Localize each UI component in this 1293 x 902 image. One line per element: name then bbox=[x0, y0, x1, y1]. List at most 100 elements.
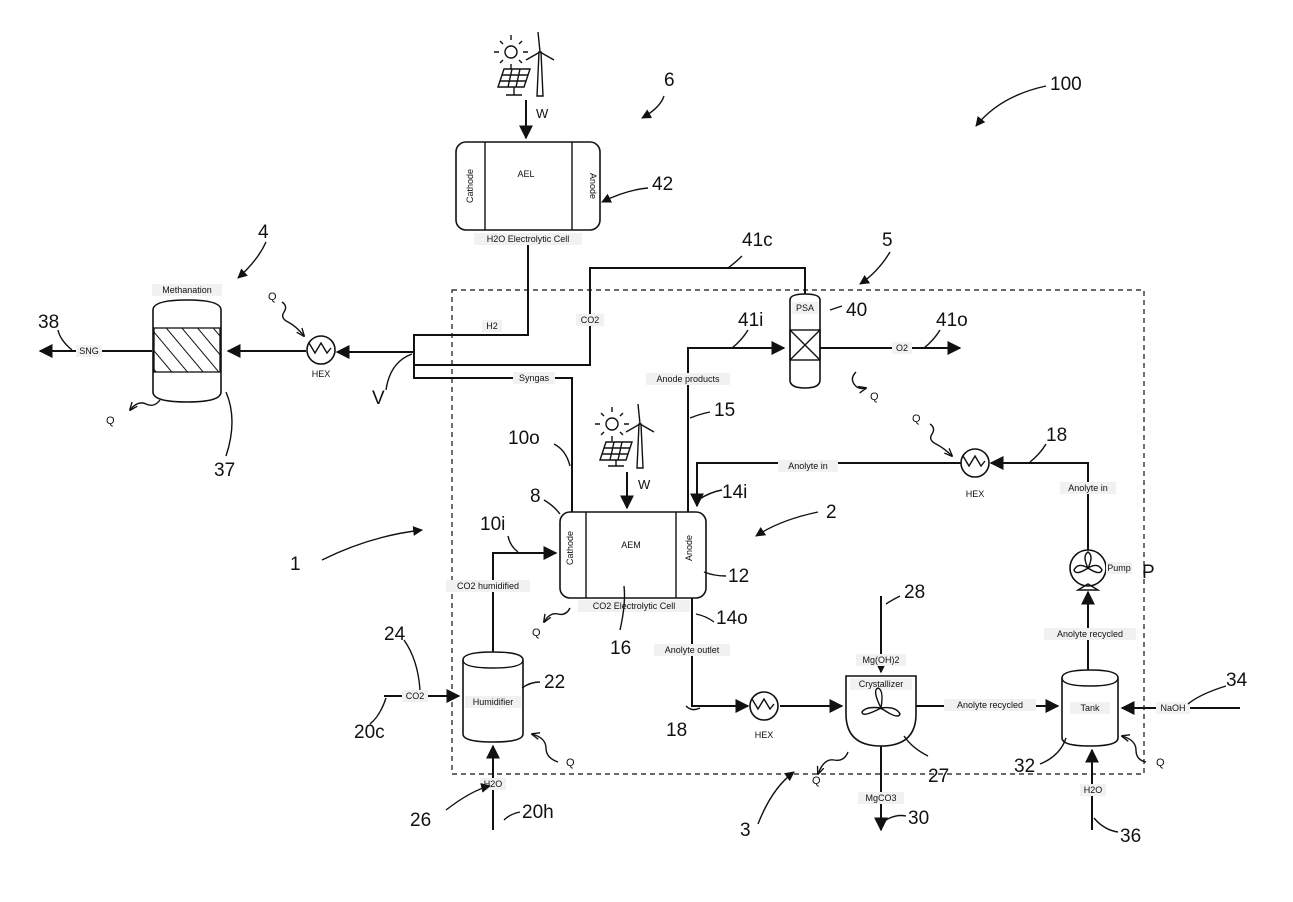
w-label-top: W bbox=[536, 106, 549, 121]
sun-icon bbox=[494, 35, 528, 69]
solar-panel-icon bbox=[498, 69, 530, 95]
anode-label-top: Anode bbox=[588, 173, 598, 199]
syngas-label: Syngas bbox=[519, 373, 550, 383]
methanation-label: Methanation bbox=[162, 285, 212, 295]
ref-1: 1 bbox=[290, 554, 301, 575]
ref-14i: 14i bbox=[722, 482, 747, 503]
pump-label: Pump bbox=[1107, 563, 1131, 573]
humidifier: Humidifier bbox=[463, 652, 523, 742]
q-meth: Q bbox=[106, 415, 115, 427]
tank: Tank bbox=[1062, 670, 1118, 746]
h2-line bbox=[414, 245, 528, 352]
ref-37: 37 bbox=[214, 460, 235, 481]
q-cell: Q bbox=[532, 627, 541, 639]
anolyte-recycled-pump-label: Anolyte recycled bbox=[1057, 629, 1123, 639]
wind-turbine-icon bbox=[526, 32, 554, 96]
ref-8: 8 bbox=[530, 486, 541, 507]
ref-14o: 14o bbox=[716, 608, 748, 629]
anolyte-in-top-label: Anolyte in bbox=[788, 461, 828, 471]
co2-humidified-line bbox=[493, 553, 556, 652]
ref-12: 12 bbox=[728, 566, 749, 587]
renewable-source-top: W bbox=[494, 32, 554, 138]
anolyte-recycled-label: Anolyte recycled bbox=[957, 700, 1023, 710]
aem-label: AEM bbox=[621, 540, 641, 550]
crystallizer-label: Crystallizer bbox=[859, 679, 904, 689]
ref-18-top: 18 bbox=[1046, 425, 1067, 446]
mgco3-label: MgCO3 bbox=[865, 793, 896, 803]
q-hex-left: Q bbox=[268, 291, 277, 303]
heat-exchanger-right: HEX bbox=[961, 449, 989, 499]
ref-20h: 20h bbox=[522, 802, 554, 823]
ref-26: 26 bbox=[410, 810, 431, 831]
w-label-mid: W bbox=[638, 477, 651, 492]
ref-36: 36 bbox=[1120, 826, 1141, 847]
ref-6: 6 bbox=[664, 70, 675, 91]
q-cryst: Q bbox=[812, 775, 821, 787]
cathode-label-mid: Cathode bbox=[565, 531, 575, 565]
sng-label: SNG bbox=[79, 346, 99, 356]
solar-panel-icon bbox=[600, 442, 632, 466]
o2-label: O2 bbox=[896, 343, 908, 353]
tank-label: Tank bbox=[1080, 703, 1100, 713]
ref-22: 22 bbox=[544, 672, 565, 693]
ref-34: 34 bbox=[1226, 670, 1248, 691]
cathode-label-top: Cathode bbox=[465, 169, 475, 203]
q-hum: Q bbox=[566, 757, 575, 769]
q-tank: Q bbox=[1156, 757, 1165, 769]
h2o-electrolytic-cell: AEL Cathode Anode H2O Electrolytic Cell bbox=[456, 142, 600, 245]
ref-4: 4 bbox=[258, 222, 269, 243]
ref-2: 2 bbox=[826, 502, 837, 523]
ref-10i: 10i bbox=[480, 514, 505, 535]
pump: Pump bbox=[1070, 550, 1132, 590]
ref-24: 24 bbox=[384, 624, 406, 645]
q-hex-right: Q bbox=[912, 413, 921, 425]
heat-exchanger-bottom: HEX bbox=[750, 692, 778, 740]
ref-10o: 10o bbox=[508, 428, 540, 449]
psa-unit: PSA bbox=[790, 294, 820, 388]
anode-products-label: Anode products bbox=[656, 374, 720, 384]
renewable-source-mid: W bbox=[595, 404, 654, 508]
ref-40: 40 bbox=[846, 300, 867, 321]
ref-16: 16 bbox=[610, 638, 631, 659]
ref-38: 38 bbox=[38, 312, 59, 333]
ref-3: 3 bbox=[740, 820, 751, 841]
ref-20c: 20c bbox=[354, 722, 385, 743]
co2-electrolytic-cell: AEM Cathode Anode CO2 Electrolytic Cell bbox=[560, 512, 706, 612]
naoh-label: NaOH bbox=[1160, 703, 1185, 713]
co2-cell-label: CO2 Electrolytic Cell bbox=[593, 601, 676, 611]
ref-28: 28 bbox=[904, 582, 925, 603]
psa-label: PSA bbox=[796, 303, 814, 313]
co2-in-label: CO2 bbox=[406, 691, 425, 701]
ref-15: 15 bbox=[714, 400, 735, 421]
hex-bottom-label: HEX bbox=[755, 730, 774, 740]
methanation-reactor: Methanation bbox=[152, 284, 222, 402]
anolyte-in-riser-line bbox=[991, 463, 1088, 550]
ref-30: 30 bbox=[908, 808, 929, 829]
mgoh2-label: Mg(OH)2 bbox=[862, 655, 899, 665]
hex-left-label: HEX bbox=[312, 369, 331, 379]
h2o-cell-label: H2O Electrolytic Cell bbox=[487, 234, 570, 244]
hex-right-label: HEX bbox=[966, 489, 985, 499]
ref-p: P bbox=[1142, 562, 1155, 583]
humidifier-label: Humidifier bbox=[473, 697, 514, 707]
anode-label-mid: Anode bbox=[684, 535, 694, 561]
ref-100: 100 bbox=[1050, 74, 1082, 95]
h2-label: H2 bbox=[486, 321, 498, 331]
crystallizer: Crystallizer bbox=[846, 676, 916, 746]
ref-42: 42 bbox=[652, 174, 673, 195]
ref-41o: 41o bbox=[936, 310, 968, 331]
ref-32: 32 bbox=[1014, 756, 1035, 777]
ref-18-bottom: 18 bbox=[666, 720, 687, 741]
heat-exchanger-left: HEX bbox=[307, 336, 335, 379]
ref-41c: 41c bbox=[742, 230, 773, 251]
ref-27: 27 bbox=[928, 766, 949, 787]
anolyte-outlet-label: Anolyte outlet bbox=[665, 645, 720, 655]
co2-top-label: CO2 bbox=[581, 315, 600, 325]
co2-humidified-label: CO2 humidified bbox=[457, 581, 519, 591]
sun-icon bbox=[595, 407, 629, 441]
ref-41i: 41i bbox=[738, 310, 763, 331]
ref-v: V bbox=[372, 388, 385, 409]
ael-label: AEL bbox=[517, 169, 534, 179]
wind-turbine-icon bbox=[626, 404, 654, 468]
